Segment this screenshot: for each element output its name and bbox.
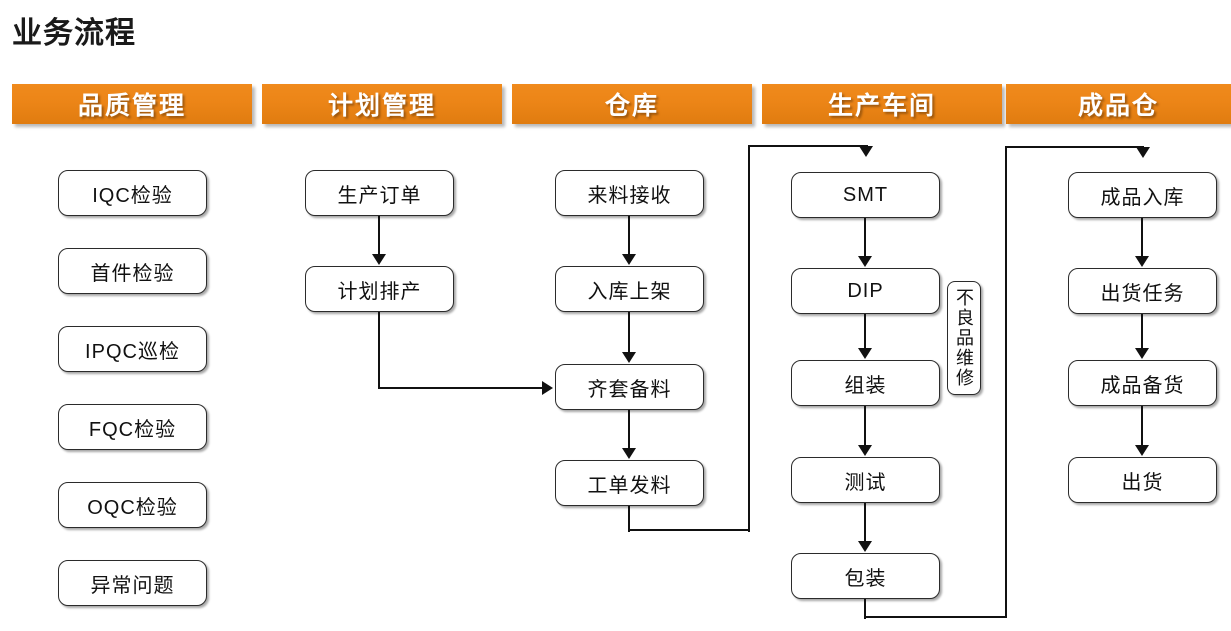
node-ipqc-patrol[interactable]: IPQC巡检 (58, 326, 207, 372)
column-header-quality: 品质管理 (12, 84, 252, 124)
edge-shelving-to-kitting (628, 312, 631, 353)
arrowhead-to-shipment-task (1135, 256, 1149, 267)
edge-dip-to-assembly (864, 314, 867, 349)
arrowhead-to-testing (858, 445, 872, 456)
edge-stock-in-to-shipment-task (1141, 218, 1144, 257)
arrowhead-to-assembly (858, 348, 872, 359)
edge-shipment-task-to-prep (1141, 314, 1144, 349)
arrowhead-to-finished-goods-prep (1135, 348, 1149, 359)
node-packaging[interactable]: 包装 (791, 553, 940, 599)
node-shipment[interactable]: 出货 (1068, 457, 1217, 503)
node-iqc-inspection[interactable]: IQC检验 (58, 170, 207, 216)
node-fqc-inspection[interactable]: FQC检验 (58, 404, 207, 450)
edge-riser-to-finished-goods (1005, 146, 1008, 616)
arrowhead-to-shipment (1135, 445, 1149, 456)
edge-schedule-down (378, 312, 381, 389)
node-warehouse-shelving[interactable]: 入库上架 (555, 266, 704, 312)
arrowhead-to-dip (858, 256, 872, 267)
node-smt[interactable]: SMT (791, 172, 940, 218)
column-header-production: 生产车间 (762, 84, 1002, 124)
arrowhead-to-production-schedule (372, 254, 386, 265)
arrowhead-to-finished-stock-in (1136, 147, 1150, 158)
page-title: 业务流程 (12, 17, 136, 50)
edge-issue-down (628, 506, 631, 532)
node-production-schedule[interactable]: 计划排产 (305, 266, 454, 312)
node-production-order[interactable]: 生产订单 (305, 170, 454, 216)
node-first-article-inspection[interactable]: 首件检验 (58, 248, 207, 294)
column-header-warehouse: 仓库 (512, 84, 752, 124)
node-shipment-task[interactable]: 出货任务 (1068, 268, 1217, 314)
node-finished-goods-prep[interactable]: 成品备货 (1068, 360, 1217, 406)
edge-testing-to-packaging (864, 503, 867, 542)
edge-receiving-to-shelving (628, 216, 631, 255)
edge-issue-to-riser (628, 529, 750, 532)
edge-riser-to-production (748, 145, 751, 532)
edge-kitting-to-issue (628, 410, 631, 449)
node-defect-repair[interactable]: 不良品维修 (947, 281, 981, 395)
arrowhead-to-work-order-issue (622, 448, 636, 459)
arrowhead-to-shelving (622, 254, 636, 265)
node-dip[interactable]: DIP (791, 268, 940, 314)
arrowhead-to-packaging (858, 541, 872, 552)
edge-production-order-to-schedule (378, 216, 381, 255)
node-assembly[interactable]: 组装 (791, 360, 940, 406)
node-kitting-preparation[interactable]: 齐套备料 (555, 364, 704, 410)
node-material-receiving[interactable]: 来料接收 (555, 170, 704, 216)
node-oqc-inspection[interactable]: OQC检验 (58, 482, 207, 528)
arrowhead-to-smt (859, 146, 873, 157)
column-header-planning: 计划管理 (262, 84, 502, 124)
edge-packaging-down (864, 599, 867, 619)
arrowhead-to-kitting-top (622, 352, 636, 363)
column-header-finished-goods: 成品仓 (1006, 84, 1231, 124)
node-finished-goods-stock-in[interactable]: 成品入库 (1068, 172, 1217, 218)
node-testing[interactable]: 测试 (791, 457, 940, 503)
edge-assembly-to-testing (864, 406, 867, 446)
edge-prep-to-shipment (1141, 406, 1144, 446)
edge-schedule-to-kitting (378, 387, 543, 390)
edge-packaging-to-riser (864, 616, 1007, 619)
node-abnormal-issue[interactable]: 异常问题 (58, 560, 207, 606)
arrowhead-to-kitting (542, 381, 553, 395)
edge-riser-top-to-smt (748, 145, 868, 148)
edge-smt-to-dip (864, 218, 867, 257)
edge-riser-top-to-finished-stock-in (1005, 146, 1144, 149)
node-work-order-issue[interactable]: 工单发料 (555, 460, 704, 506)
